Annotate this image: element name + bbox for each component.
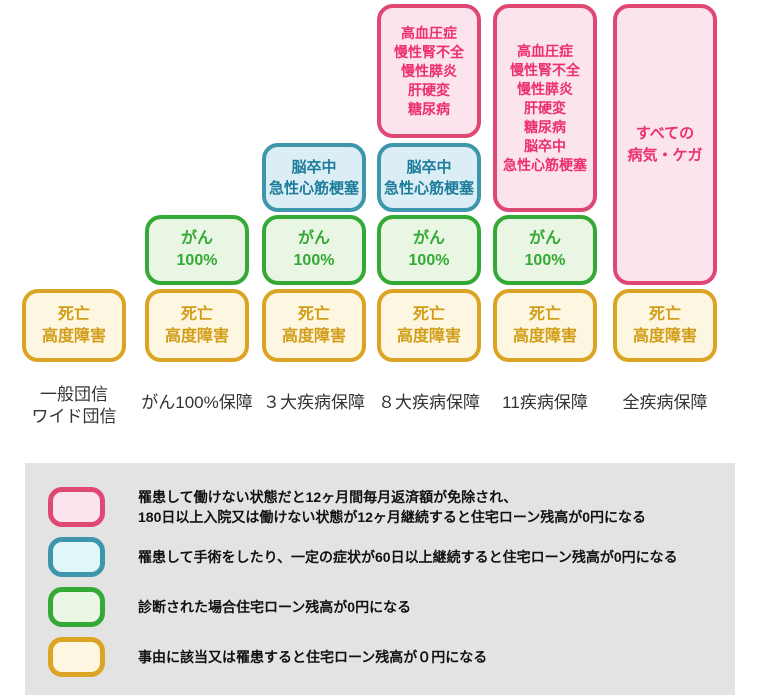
box-text: がん 100% [176, 230, 218, 269]
column-label-3-major-diseases: ３大疾病保障 [263, 393, 365, 412]
legend-swatch-pink [48, 487, 105, 527]
box-text: がん 100% [524, 230, 566, 269]
box-death-severe-disability: 死亡 高度障害 [377, 289, 481, 362]
box-text: 死亡 高度障害 [632, 305, 697, 345]
box-text: がん 100% [408, 230, 450, 269]
box-text: 高血圧症 慢性腎不全 慢性膵炎 肝硬変 糖尿病 脳卒中 急性心筋梗塞 [503, 42, 587, 173]
box-text: 脳卒中 急性心筋梗塞 [383, 158, 474, 197]
box-death-severe-disability: 死亡 高度障害 [262, 289, 366, 362]
legend-text-green: 診断された場合住宅ローン残高が0円になる [138, 599, 412, 615]
legend-swatch-green [48, 587, 105, 627]
column-label-11-diseases: 11疾病保障 [502, 393, 588, 412]
box-text: 高血圧症 慢性腎不全 慢性膵炎 肝硬変 糖尿病 [394, 24, 464, 117]
legend-item-blue: 罹患して手術をしたり、一定の症状が60日以上継続すると住宅ローン残高が0円になる [48, 537, 678, 577]
column-label-8-major-diseases: ８大疾病保障 [378, 393, 480, 412]
box-text: 死亡 高度障害 [512, 305, 577, 345]
box-cancer-100: がん 100% [377, 215, 481, 285]
column-label-general-danshin: 一般団信 ワイド団信 [31, 385, 117, 426]
legend-swatch-yellow [48, 637, 105, 677]
legend-text-yellow: 事由に該当又は罹患すると住宅ローン残高が０円になる [138, 649, 488, 665]
legend-item-pink: 罹患して働けない状態だと12ヶ月間毎月返済額が免除され、 180日以上入院又は働… [48, 487, 646, 527]
column-label-all-diseases: 全疾病保障 [622, 393, 708, 412]
legend-text-blue: 罹患して手術をしたり、一定の症状が60日以上継続すると住宅ローン残高が0円になる [138, 549, 678, 565]
box-cancer-100: がん 100% [262, 215, 366, 285]
box-8-diseases-extra: 高血圧症 慢性腎不全 慢性膵炎 肝硬変 糖尿病 [377, 4, 481, 138]
box-text: 死亡 高度障害 [41, 305, 106, 345]
box-cancer-100: がん 100% [145, 215, 249, 285]
box-death-severe-disability: 死亡 高度障害 [22, 289, 126, 362]
box-stroke-heart-attack: 脳卒中 急性心筋梗塞 [377, 143, 481, 212]
column-label-cancer-100: がん100%保障 [141, 393, 253, 412]
legend-item-green: 診断された場合住宅ローン残高が0円になる [48, 587, 411, 627]
legend-item-yellow: 事由に該当又は罹患すると住宅ローン残高が０円になる [48, 637, 487, 677]
box-text: 死亡 高度障害 [396, 305, 461, 345]
box-cancer-100: がん 100% [493, 215, 597, 285]
box-11-diseases-extra: 高血圧症 慢性腎不全 慢性膵炎 肝硬変 糖尿病 脳卒中 急性心筋梗塞 [493, 4, 597, 212]
box-death-severe-disability: 死亡 高度障害 [145, 289, 249, 362]
legend-text-pink: 罹患して働けない状態だと12ヶ月間毎月返済額が免除され、 180日以上入院又は働… [138, 489, 647, 525]
box-text: すべての 病気・ケガ [627, 124, 703, 164]
box-stroke-heart-attack: 脳卒中 急性心筋梗塞 [262, 143, 366, 212]
legend-panel: 罹患して働けない状態だと12ヶ月間毎月返済額が免除され、 180日以上入院又は働… [25, 463, 735, 695]
box-text: がん 100% [293, 230, 335, 269]
box-text: 死亡 高度障害 [281, 305, 346, 345]
box-text: 脳卒中 急性心筋梗塞 [268, 158, 359, 197]
box-death-severe-disability: 死亡 高度障害 [613, 289, 717, 362]
box-text: 死亡 高度障害 [164, 305, 229, 345]
box-death-severe-disability: 死亡 高度障害 [493, 289, 597, 362]
box-all-diseases-injuries: すべての 病気・ケガ [613, 4, 717, 285]
legend-swatch-blue [48, 537, 105, 577]
